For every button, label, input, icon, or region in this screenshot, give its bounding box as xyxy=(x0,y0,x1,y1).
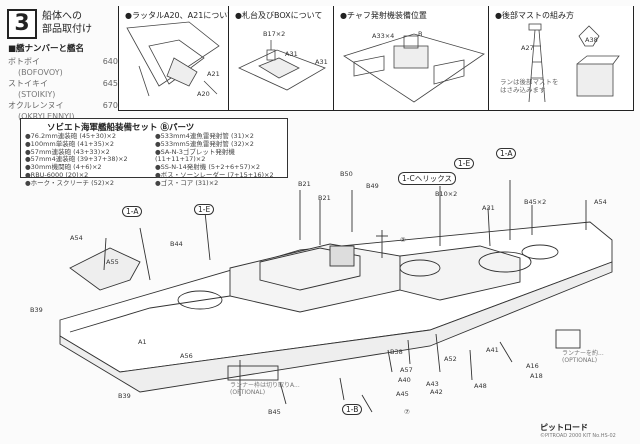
optional-note-right: ランナーを約...(OPTIONAL) xyxy=(562,350,604,364)
chaff-diagram xyxy=(343,33,485,103)
step-number: 3 xyxy=(7,9,37,39)
callout-1e: 1-E xyxy=(194,204,215,215)
ladder-diagram xyxy=(126,21,220,97)
callout-1c: 1-Cヘリックス xyxy=(398,172,456,185)
parts-set-header: ソビエト海軍艦船装備セット Ⓑパーツ xyxy=(47,123,195,133)
optional-note-left: ランナー枠は切り取りA...(OPTIONAL) xyxy=(230,382,300,396)
step-title: 船体への 部品取付け xyxy=(42,11,92,35)
box-detail-panel: ●札台及びBOXについて B17×2 A31 A31 xyxy=(228,6,333,110)
callout-1a: 1-A xyxy=(122,206,143,217)
mast-note: ランは後部マストをはさみ込みます xyxy=(500,78,559,94)
panel-bottom-rule xyxy=(118,110,634,111)
callout-1a-2: 1-A xyxy=(496,148,517,159)
parts-set-box: ソビエト海軍艦船装備セット Ⓑパーツ ●76.2mm連装砲 (45+30)×2 … xyxy=(20,118,288,187)
callout-1e-2: 1-E xyxy=(454,158,475,169)
ship-names-header: ■艦ナンバーと艦名 xyxy=(8,44,85,54)
copyright: ©PITROAD 2000 KIT No.HS-02 xyxy=(540,433,616,439)
callout-1b: 1-B xyxy=(342,404,363,415)
brand-logo-text: ピットロード xyxy=(540,423,588,432)
mast-detail-panel: ●後部マストの組み方 A27 A38 xyxy=(488,6,634,110)
box-diagram xyxy=(238,40,326,91)
parts-list-right: ●533mm4連魚雷発射管 (31)×2 ●533mm5連魚雷発射管 (32)×… xyxy=(155,132,274,187)
ladder-detail-panel: ●ラッタルA20、A21について A21 A20 xyxy=(118,6,235,110)
parts-list-left: ●76.2mm連装砲 (45+30)×2 ●100mm単装砲 (41+35)×2… xyxy=(25,132,128,187)
chaff-detail-panel: ●チャフ発射機装備位置 A33×4 B xyxy=(333,6,488,110)
mast-diagram xyxy=(528,23,620,103)
